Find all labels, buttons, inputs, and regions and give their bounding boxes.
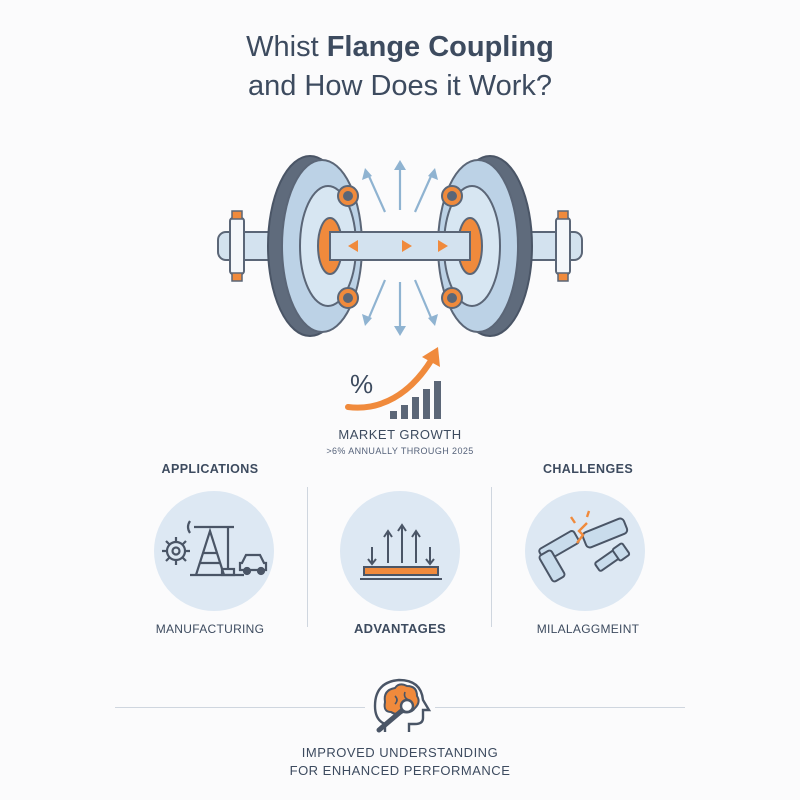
force-arrows — [366, 166, 434, 330]
advantages-label: ADVANTAGES — [353, 621, 447, 636]
title-bold: Flange Coupling — [326, 31, 554, 63]
applications-heading: APPLICATIONS — [161, 462, 259, 476]
flange-coupling-illustration — [217, 155, 583, 337]
brain-wrench-icon — [373, 678, 432, 733]
bolt-icons — [337, 185, 463, 309]
growth-bars — [390, 381, 441, 419]
direction-arrows — [348, 240, 448, 252]
plate-icon — [363, 566, 439, 576]
challenges-circle — [525, 491, 645, 611]
oil-pump-icon — [186, 520, 244, 577]
page-title: Whist Flange Coupling and How Does it Wo… — [0, 28, 800, 106]
challenges-heading: CHALLENGES — [542, 462, 634, 476]
divider-right — [491, 487, 492, 627]
title-line-1: Whist Flange Coupling — [0, 28, 800, 67]
left-shaft-cap — [229, 217, 245, 275]
challenges-label: MILALAGGMEINT — [536, 622, 640, 636]
percent-symbol: % — [350, 369, 373, 399]
advantages-circle — [340, 491, 460, 611]
bolt-icon — [594, 542, 631, 572]
footer-line-2: FOR ENHANCED PERFORMANCE — [289, 763, 511, 778]
title-line-2: and How Does it Work? — [247, 70, 553, 102]
title-prefix: Whist — [246, 31, 319, 63]
bottom-rule-right — [435, 707, 685, 708]
market-growth-label: MARKET GROWTH — [338, 427, 462, 442]
force-plate-icon — [360, 523, 442, 580]
wrench-icon — [376, 698, 415, 733]
applications-circle — [154, 491, 274, 611]
industry-icons — [162, 520, 268, 577]
growth-chart-icon: % — [345, 347, 441, 419]
divider-left — [307, 487, 308, 627]
broken-shaft-icon — [538, 510, 631, 583]
right-shaft-cap — [555, 217, 571, 275]
footer-line-1: IMPROVED UNDERSTANDING — [301, 745, 499, 760]
market-growth-sublabel: >6% ANNUALLY THROUGH 2025 — [326, 446, 474, 456]
crack-icon — [570, 510, 591, 544]
footer-caption: IMPROVED UNDERSTANDING FOR ENHANCED PERF… — [200, 744, 600, 780]
gear-icon — [162, 537, 190, 565]
car-icon — [238, 553, 268, 576]
growth-arrow — [345, 356, 435, 411]
applications-label: MANUFACTURING — [155, 622, 265, 636]
bottom-rule-left — [115, 707, 365, 708]
